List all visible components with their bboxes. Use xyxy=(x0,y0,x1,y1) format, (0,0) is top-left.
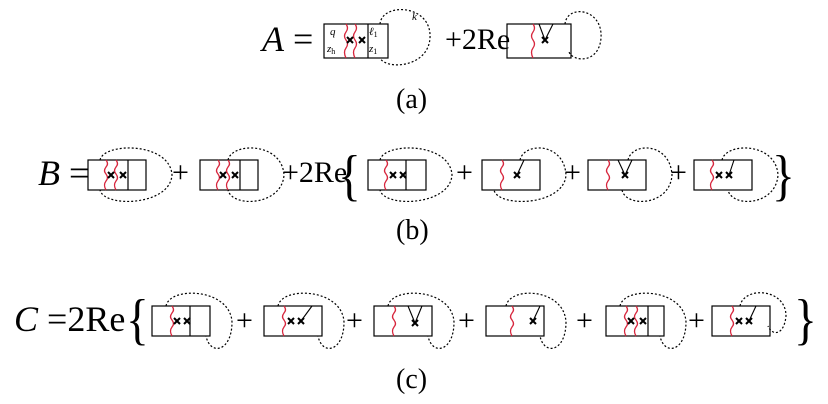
plus-b4: + xyxy=(564,156,581,189)
plus-b3: + xyxy=(456,156,473,189)
diagram-b4 xyxy=(481,147,567,202)
plus-c2: + xyxy=(346,304,363,337)
plus-c3: + xyxy=(458,304,475,337)
diagram-a2 xyxy=(506,11,602,60)
caption-b: (b) xyxy=(396,215,429,246)
plus-c4: + xyxy=(576,304,593,337)
label-z1: z1 xyxy=(368,43,377,56)
label-k: k xyxy=(412,11,418,23)
diagram-c3 xyxy=(373,292,455,349)
plus-b1: + xyxy=(172,156,189,189)
caption-c: (c) xyxy=(396,364,428,395)
lhs-a: A = xyxy=(262,19,314,59)
brace-close-c: } xyxy=(794,289,817,351)
lhs-c: C =2Re xyxy=(14,299,126,339)
plus-c5: + xyxy=(688,304,705,337)
diagram-b2 xyxy=(199,147,285,203)
caption-a: (a) xyxy=(396,84,428,115)
diagram-c1 xyxy=(151,292,233,349)
diagram-c6 xyxy=(711,292,787,337)
brace-open-c: { xyxy=(126,289,149,351)
diagram-b5 xyxy=(587,147,673,203)
diagram-b6 xyxy=(693,147,779,203)
label-q: q xyxy=(330,26,336,38)
plus-c1: + xyxy=(236,304,253,337)
lhs-b: B = xyxy=(38,153,90,193)
diagram-c2 xyxy=(263,292,345,349)
diagram-b3 xyxy=(367,147,453,202)
plus-b5: + xyxy=(670,156,687,189)
label-l1: ℓ1 xyxy=(369,26,378,39)
brace-open-b: { xyxy=(338,145,361,207)
plus-2re-b: +2Re xyxy=(282,156,348,189)
plus-2re-a: +2Re xyxy=(445,23,511,56)
diagram-a1: q zh ℓ1 z1 k xyxy=(323,9,431,66)
brace-close-b: } xyxy=(772,145,795,207)
diagram-c5 xyxy=(605,292,687,349)
label-zh: zh xyxy=(326,43,335,56)
diagram-c4 xyxy=(485,292,567,349)
diagram-b1 xyxy=(87,147,173,202)
